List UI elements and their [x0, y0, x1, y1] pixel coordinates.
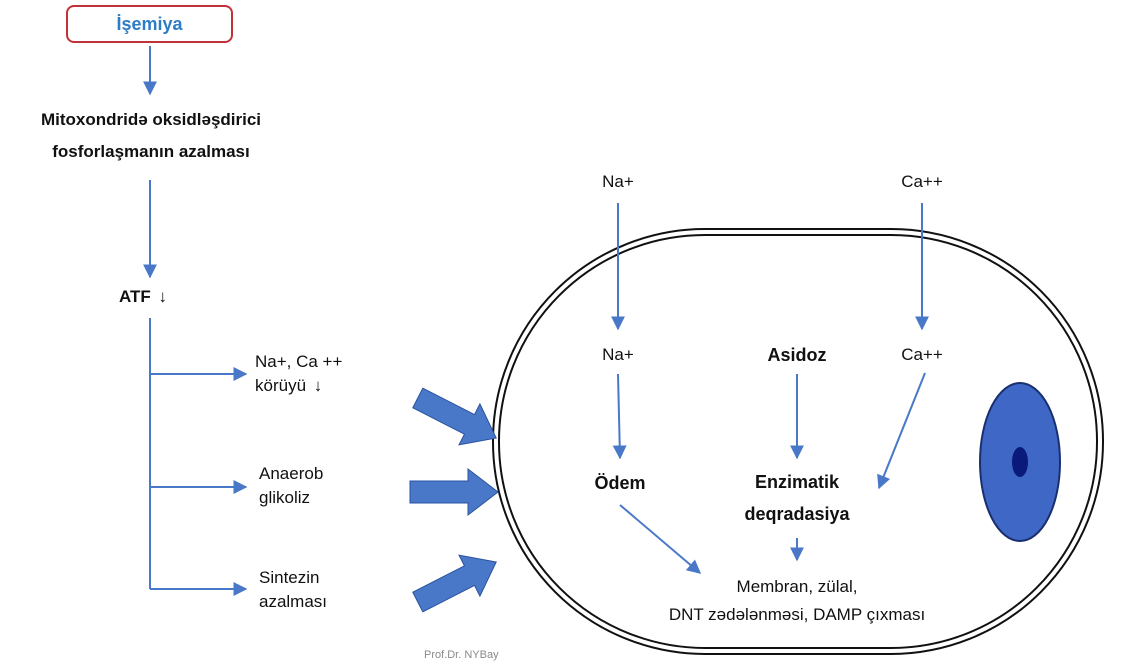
atf-label: ATF ↓ [119, 285, 167, 309]
branch-synthesis-line-2: azalması [259, 592, 328, 611]
enzimatik-line-1: Enzimatik [754, 472, 840, 492]
asidoz-label: Asidoz [767, 345, 827, 365]
arrow-na-to-odem [612, 373, 627, 460]
nucleolus [1012, 447, 1028, 477]
branch-glycolysis-line-1: Anaerob [259, 464, 324, 483]
odem-label: Ödem [594, 473, 646, 493]
arrow-ca-to-enzim [877, 372, 926, 490]
mito-text: Mitoxondridə oksidləşdirici fosforlaşman… [6, 108, 296, 164]
author-credit: Prof.Dr. NYBay [424, 649, 499, 661]
ischemia-label: İşemiya [116, 13, 183, 34]
enzimatik-line-2: deqradasiya [744, 504, 850, 524]
mito-line-1: Mitoxondridə oksidləşdirici [40, 110, 262, 129]
result-line-2: DNT zədələnməsi, DAMP çıxması [668, 605, 926, 624]
branch-glycolysis-line-2: glikoliz [259, 488, 311, 507]
block-arrow-2 [409, 467, 499, 517]
branch-glycolysis-label: Anaerob glikoliz [259, 462, 323, 510]
branch-pump-line-2: körüyü ↓ [255, 374, 342, 398]
na-inside-label: Na+ [602, 345, 634, 364]
branch-pump-line-2-text: körüyü [255, 376, 307, 395]
branch-synthesis-line-1: Sintezin [259, 568, 320, 587]
branch-pump-label: Na+, Ca ++ körüyü ↓ [255, 350, 342, 398]
branch-synthesis-label: Sintezin azalması [259, 566, 327, 614]
mito-line-2: fosforlaşmanın azalması [52, 142, 250, 161]
result-label: Membran, zülal, DNT zədələnməsi, DAMP çı… [617, 575, 977, 627]
cell-outer-border [492, 228, 1104, 655]
pump-down-arrow-icon: ↓ [313, 376, 323, 395]
block-arrow-3 [412, 554, 497, 613]
block-arrow-1 [412, 387, 497, 446]
branch-pump-line-1: Na+, Ca ++ [255, 352, 343, 371]
atf-down-arrow-icon: ↓ [158, 287, 168, 306]
arrow-odem-to-result [619, 504, 702, 574]
ca-inside-label: Ca++ [901, 345, 943, 364]
enzimatik-label: Enzimatik deqradasiya [727, 470, 867, 526]
ischemia-box: İşemiya [66, 5, 233, 43]
na-outside-label: Na+ [602, 172, 634, 191]
atf-text: ATF [119, 287, 151, 306]
cell-inner-border [498, 234, 1098, 649]
ca-outside-label: Ca++ [901, 172, 943, 191]
result-line-1: Membran, zülal, [736, 577, 858, 596]
